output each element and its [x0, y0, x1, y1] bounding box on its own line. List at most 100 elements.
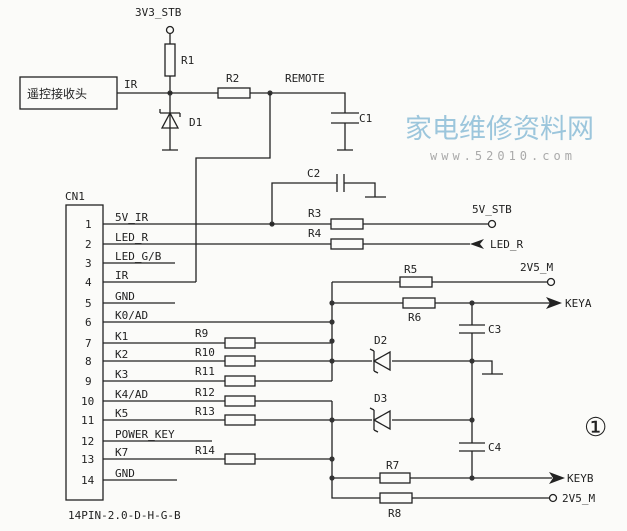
- label-r4: R4: [308, 227, 322, 240]
- label-r1: R1: [181, 54, 194, 67]
- label-c1: C1: [359, 112, 372, 125]
- pin-number: 12: [81, 435, 94, 448]
- pin-label: POWER_KEY: [115, 428, 175, 441]
- net-2v5-top: 2V5_M: [520, 261, 553, 274]
- resistor-r1: [164, 43, 176, 77]
- junctions: [329, 300, 475, 481]
- junction: [469, 417, 475, 423]
- pin-number: 13: [81, 453, 94, 466]
- junction: [329, 319, 335, 325]
- junction: [329, 475, 335, 481]
- net-keya: KEYA: [565, 297, 592, 310]
- wire-keys: [103, 342, 472, 460]
- junction: [469, 300, 475, 306]
- resistor-r5: [399, 276, 433, 288]
- watermark: 家电维修资料网: [405, 114, 594, 145]
- junction: [329, 417, 335, 423]
- resistor-r4: [330, 238, 364, 250]
- capacitor-c1: [331, 112, 359, 124]
- capacitors-c3-c4: [459, 324, 485, 452]
- label-r11: R11: [195, 365, 215, 378]
- zener-bar: [159, 109, 181, 117]
- label-r7: R7: [386, 459, 399, 472]
- label-r8: R8: [388, 507, 401, 520]
- pin-label: GND: [115, 290, 135, 303]
- label-d3: D3: [374, 392, 387, 405]
- net-2v5-bottom: 2V5_M: [562, 492, 595, 505]
- net-5v-stb: 5V_STB: [472, 203, 512, 216]
- pin-label: LED_G/B: [115, 250, 162, 263]
- resistor-r7: [379, 472, 411, 484]
- pin-label: 5V_IR: [115, 211, 148, 224]
- net-3v3: 3V3_STB: [135, 6, 182, 19]
- pin-label: K5: [115, 407, 128, 420]
- pin-label: IR: [115, 269, 129, 282]
- arrow-icon: [549, 472, 565, 484]
- pin-number: 14: [81, 474, 95, 487]
- connector-cn1: [65, 204, 104, 501]
- resistor-r14: [224, 453, 256, 465]
- label-c3: C3: [488, 323, 501, 336]
- wire-remote: [117, 92, 353, 151]
- wire-c2: [271, 182, 386, 224]
- connector-name: CN1: [65, 190, 85, 203]
- pin-label: GND: [115, 467, 135, 480]
- junction: [329, 300, 335, 306]
- label-r6: R6: [408, 311, 421, 324]
- pin-number: 11: [81, 414, 94, 427]
- wire-bus: [331, 281, 552, 499]
- label-r13: R13: [195, 405, 215, 418]
- terminal-5v: [487, 219, 497, 229]
- net-led-r: LED_R: [490, 238, 523, 251]
- label-r2: R2: [226, 72, 239, 85]
- pin-number: 5: [85, 297, 92, 310]
- terminal-2v5-bottom: [548, 493, 558, 503]
- pin-label: K1: [115, 330, 128, 343]
- pin-number: 8: [85, 355, 92, 368]
- resistor-r10: [224, 355, 256, 367]
- resistor-r9: [224, 337, 256, 349]
- resistor-r8: [379, 492, 413, 504]
- junction: [469, 475, 475, 481]
- label-r3: R3: [308, 207, 321, 220]
- wire-caps: [471, 303, 503, 478]
- terminal-3v3: [165, 25, 175, 35]
- capacitor-c2: [336, 174, 345, 192]
- pin-label: K4/AD: [115, 388, 148, 401]
- net-remote: REMOTE: [285, 72, 325, 85]
- label-d1: D1: [189, 116, 202, 129]
- pin-number: 7: [85, 337, 92, 350]
- junction: [329, 456, 335, 462]
- terminal-2v5-top: [546, 277, 556, 287]
- resistors-key: [224, 337, 256, 465]
- ir-receiver-label: 遥控接收头: [27, 86, 87, 101]
- connector-part: 14PIN-2.0-D-H-G-B: [68, 509, 181, 522]
- diode-d2: [369, 348, 391, 374]
- figure-number: ①: [584, 413, 607, 443]
- arrow-icon: [546, 297, 562, 309]
- wire-r3-r4: [103, 223, 489, 245]
- label-r10: R10: [195, 346, 215, 359]
- diode-d3: [369, 407, 391, 433]
- pin-number: 1: [85, 218, 92, 231]
- resistor-r6: [402, 297, 436, 309]
- pin-label: K3: [115, 368, 128, 381]
- resistor-r3: [330, 218, 364, 230]
- pin-label: K7: [115, 446, 128, 459]
- connector-pins: 15V_IR2LED_R3LED_G/B4IR5GND6K0/AD7K18K29…: [81, 211, 175, 487]
- label-r12: R12: [195, 386, 215, 399]
- label-r9: R9: [195, 327, 208, 340]
- pin-label: K0/AD: [115, 309, 148, 322]
- watermark-url: www.52010.com: [430, 149, 576, 163]
- resistor-r2: [217, 87, 251, 99]
- pin-label: LED_R: [115, 231, 148, 244]
- label-c2: C2: [307, 167, 320, 180]
- pin-number: 3: [85, 257, 92, 270]
- ir-pin-label: IR: [124, 78, 138, 91]
- junction: [329, 338, 335, 344]
- label-r14: R14: [195, 444, 215, 457]
- pin-number: 4: [85, 276, 92, 289]
- label-d2: D2: [374, 334, 387, 347]
- wire-pins: [103, 262, 332, 481]
- resistor-r13: [224, 414, 256, 426]
